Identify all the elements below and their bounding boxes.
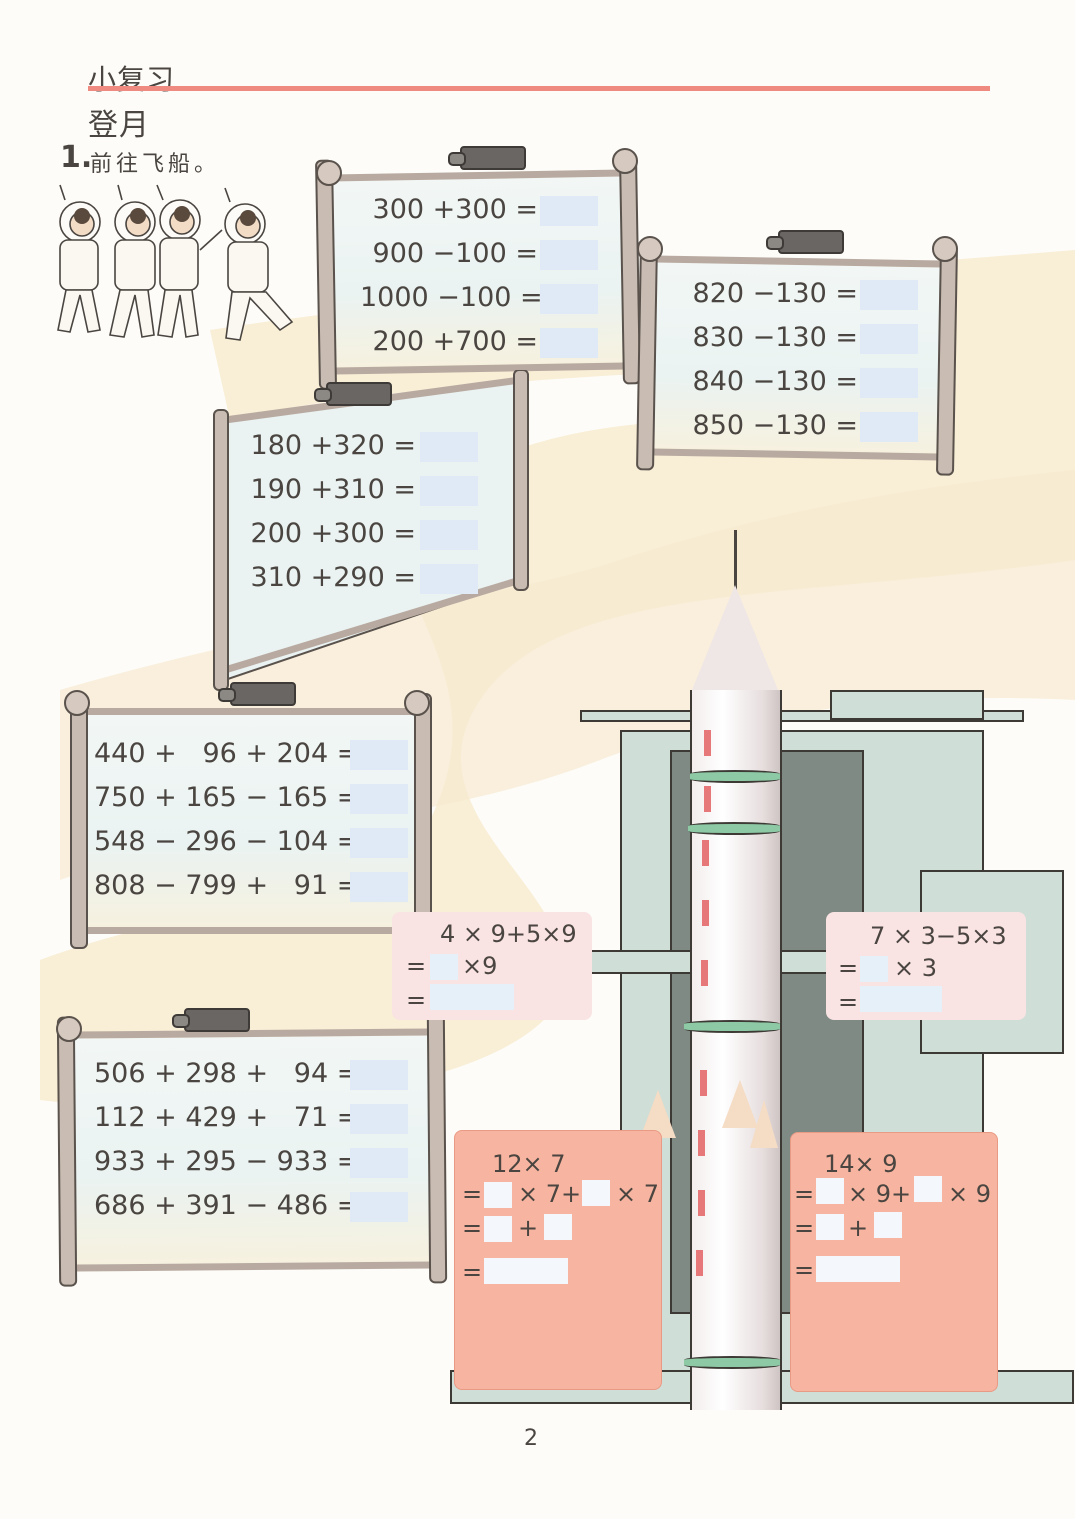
equation-row: 112 + 429 + 71 = bbox=[94, 1102, 360, 1133]
operator: + bbox=[848, 1214, 869, 1242]
booster-tip-icon bbox=[750, 1100, 778, 1148]
equation-row: 310 +290 = bbox=[250, 562, 416, 593]
equation-row: 750 + 165 − 165 = bbox=[94, 782, 360, 813]
answer-blank[interactable] bbox=[540, 240, 598, 270]
equation-row: 1000 −100 = bbox=[360, 282, 543, 313]
equals-sign: = bbox=[462, 1214, 483, 1242]
answer-blank[interactable] bbox=[582, 1180, 610, 1206]
equals-sign: = bbox=[406, 986, 427, 1014]
equals-sign: = bbox=[462, 1258, 483, 1286]
expression: 12× 7 bbox=[492, 1150, 566, 1178]
equation-row: 900 −100 = bbox=[372, 238, 538, 269]
answer-blank[interactable] bbox=[350, 740, 408, 770]
operator: × 7+ bbox=[518, 1180, 582, 1208]
equation-row: 808 − 799 + 91 = bbox=[94, 870, 360, 901]
equation-row: 686 + 391 − 486 = bbox=[94, 1190, 360, 1221]
equation-row: 548 − 296 − 104 = bbox=[94, 826, 360, 857]
answer-blank[interactable] bbox=[420, 520, 478, 550]
equation-row: 933 + 295 − 933 = bbox=[94, 1146, 360, 1177]
answer-blank[interactable] bbox=[874, 1212, 902, 1238]
answer-blank[interactable] bbox=[484, 1258, 568, 1284]
section-divider-rule bbox=[88, 86, 990, 91]
answer-blank[interactable] bbox=[350, 1104, 408, 1134]
answer-blank[interactable] bbox=[350, 1192, 408, 1222]
expression: 4 × 9+5×9 bbox=[440, 920, 577, 948]
camera-icon bbox=[172, 1008, 250, 1032]
answer-blank[interactable] bbox=[540, 328, 598, 358]
answer-blank[interactable] bbox=[860, 280, 918, 310]
equation-row: 180 +320 = bbox=[250, 430, 416, 461]
equals-sign: = bbox=[794, 1214, 815, 1242]
answer-blank[interactable] bbox=[430, 984, 514, 1010]
rocket-illustration bbox=[680, 530, 790, 1430]
answer-blank[interactable] bbox=[350, 1060, 408, 1090]
answer-blank[interactable] bbox=[350, 828, 408, 858]
lesson-title: 登月 bbox=[88, 108, 150, 143]
answer-blank[interactable] bbox=[860, 412, 918, 442]
expression: 7 × 3−5×3 bbox=[870, 922, 1007, 950]
operator: + bbox=[518, 1214, 539, 1242]
answer-blank[interactable] bbox=[420, 564, 478, 594]
camera-icon bbox=[766, 230, 844, 254]
equation-row: 300 +300 = bbox=[372, 194, 538, 225]
answer-blank[interactable] bbox=[544, 1214, 572, 1240]
answer-blank[interactable] bbox=[420, 432, 478, 462]
question-number: 1. bbox=[60, 140, 93, 175]
section-title: 小复习 bbox=[88, 63, 176, 96]
equation-row: 506 + 298 + 94 = bbox=[94, 1058, 360, 1089]
equals-sign: = bbox=[838, 954, 859, 982]
page-number: 2 bbox=[524, 1426, 538, 1451]
camera-icon bbox=[314, 382, 392, 406]
answer-blank[interactable] bbox=[914, 1176, 942, 1202]
answer-blank[interactable] bbox=[860, 956, 888, 982]
answer-blank[interactable] bbox=[540, 196, 598, 226]
answer-blank[interactable] bbox=[350, 784, 408, 814]
answer-blank[interactable] bbox=[350, 872, 408, 902]
answer-blank[interactable] bbox=[484, 1216, 512, 1242]
post-cap-icon bbox=[316, 160, 342, 186]
equation-row: 830 −130 = bbox=[692, 322, 858, 353]
equals-sign: = bbox=[794, 1180, 815, 1208]
answer-blank[interactable] bbox=[430, 954, 458, 980]
answer-blank[interactable] bbox=[540, 284, 598, 314]
post-cap-icon bbox=[612, 148, 638, 174]
operator: × 9+ bbox=[848, 1180, 912, 1208]
equation-row: 820 −130 = bbox=[692, 278, 858, 309]
post-cap-icon bbox=[56, 1016, 82, 1042]
equation-row: 200 +700 = bbox=[372, 326, 538, 357]
answer-blank[interactable] bbox=[816, 1214, 844, 1240]
camera-icon bbox=[218, 682, 296, 706]
equation-row: 190 +310 = bbox=[250, 474, 416, 505]
equation-row: 840 −130 = bbox=[692, 366, 858, 397]
question-prompt: 前往飞船。 bbox=[90, 152, 221, 177]
astronaut-children-illustration bbox=[57, 184, 294, 341]
multiplier: ×9 bbox=[462, 952, 498, 980]
equation-row: 200 +300 = bbox=[250, 518, 416, 549]
equals-sign: = bbox=[794, 1256, 815, 1284]
answer-blank[interactable] bbox=[860, 324, 918, 354]
answer-blank[interactable] bbox=[420, 476, 478, 506]
answer-blank[interactable] bbox=[816, 1256, 900, 1282]
post-cap-icon bbox=[932, 236, 958, 262]
multiplier: × 7 bbox=[616, 1180, 660, 1208]
equals-sign: = bbox=[406, 952, 427, 980]
post-cap-icon bbox=[64, 690, 90, 716]
multiplier: × 3 bbox=[894, 954, 938, 982]
expression: 14× 9 bbox=[824, 1150, 898, 1178]
answer-blank[interactable] bbox=[816, 1178, 844, 1204]
answer-blank[interactable] bbox=[350, 1148, 408, 1178]
equals-sign: = bbox=[462, 1180, 483, 1208]
answer-blank[interactable] bbox=[860, 368, 918, 398]
equals-sign: = bbox=[838, 988, 859, 1016]
post-cap-icon bbox=[637, 236, 663, 262]
post-cap-icon bbox=[404, 690, 430, 716]
answer-blank[interactable] bbox=[484, 1182, 512, 1208]
camera-icon bbox=[448, 146, 526, 170]
multiplier: × 9 bbox=[948, 1180, 992, 1208]
answer-blank[interactable] bbox=[860, 986, 942, 1012]
equation-row: 440 + 96 + 204 = bbox=[94, 738, 360, 769]
equation-row: 850 −130 = bbox=[692, 410, 858, 441]
